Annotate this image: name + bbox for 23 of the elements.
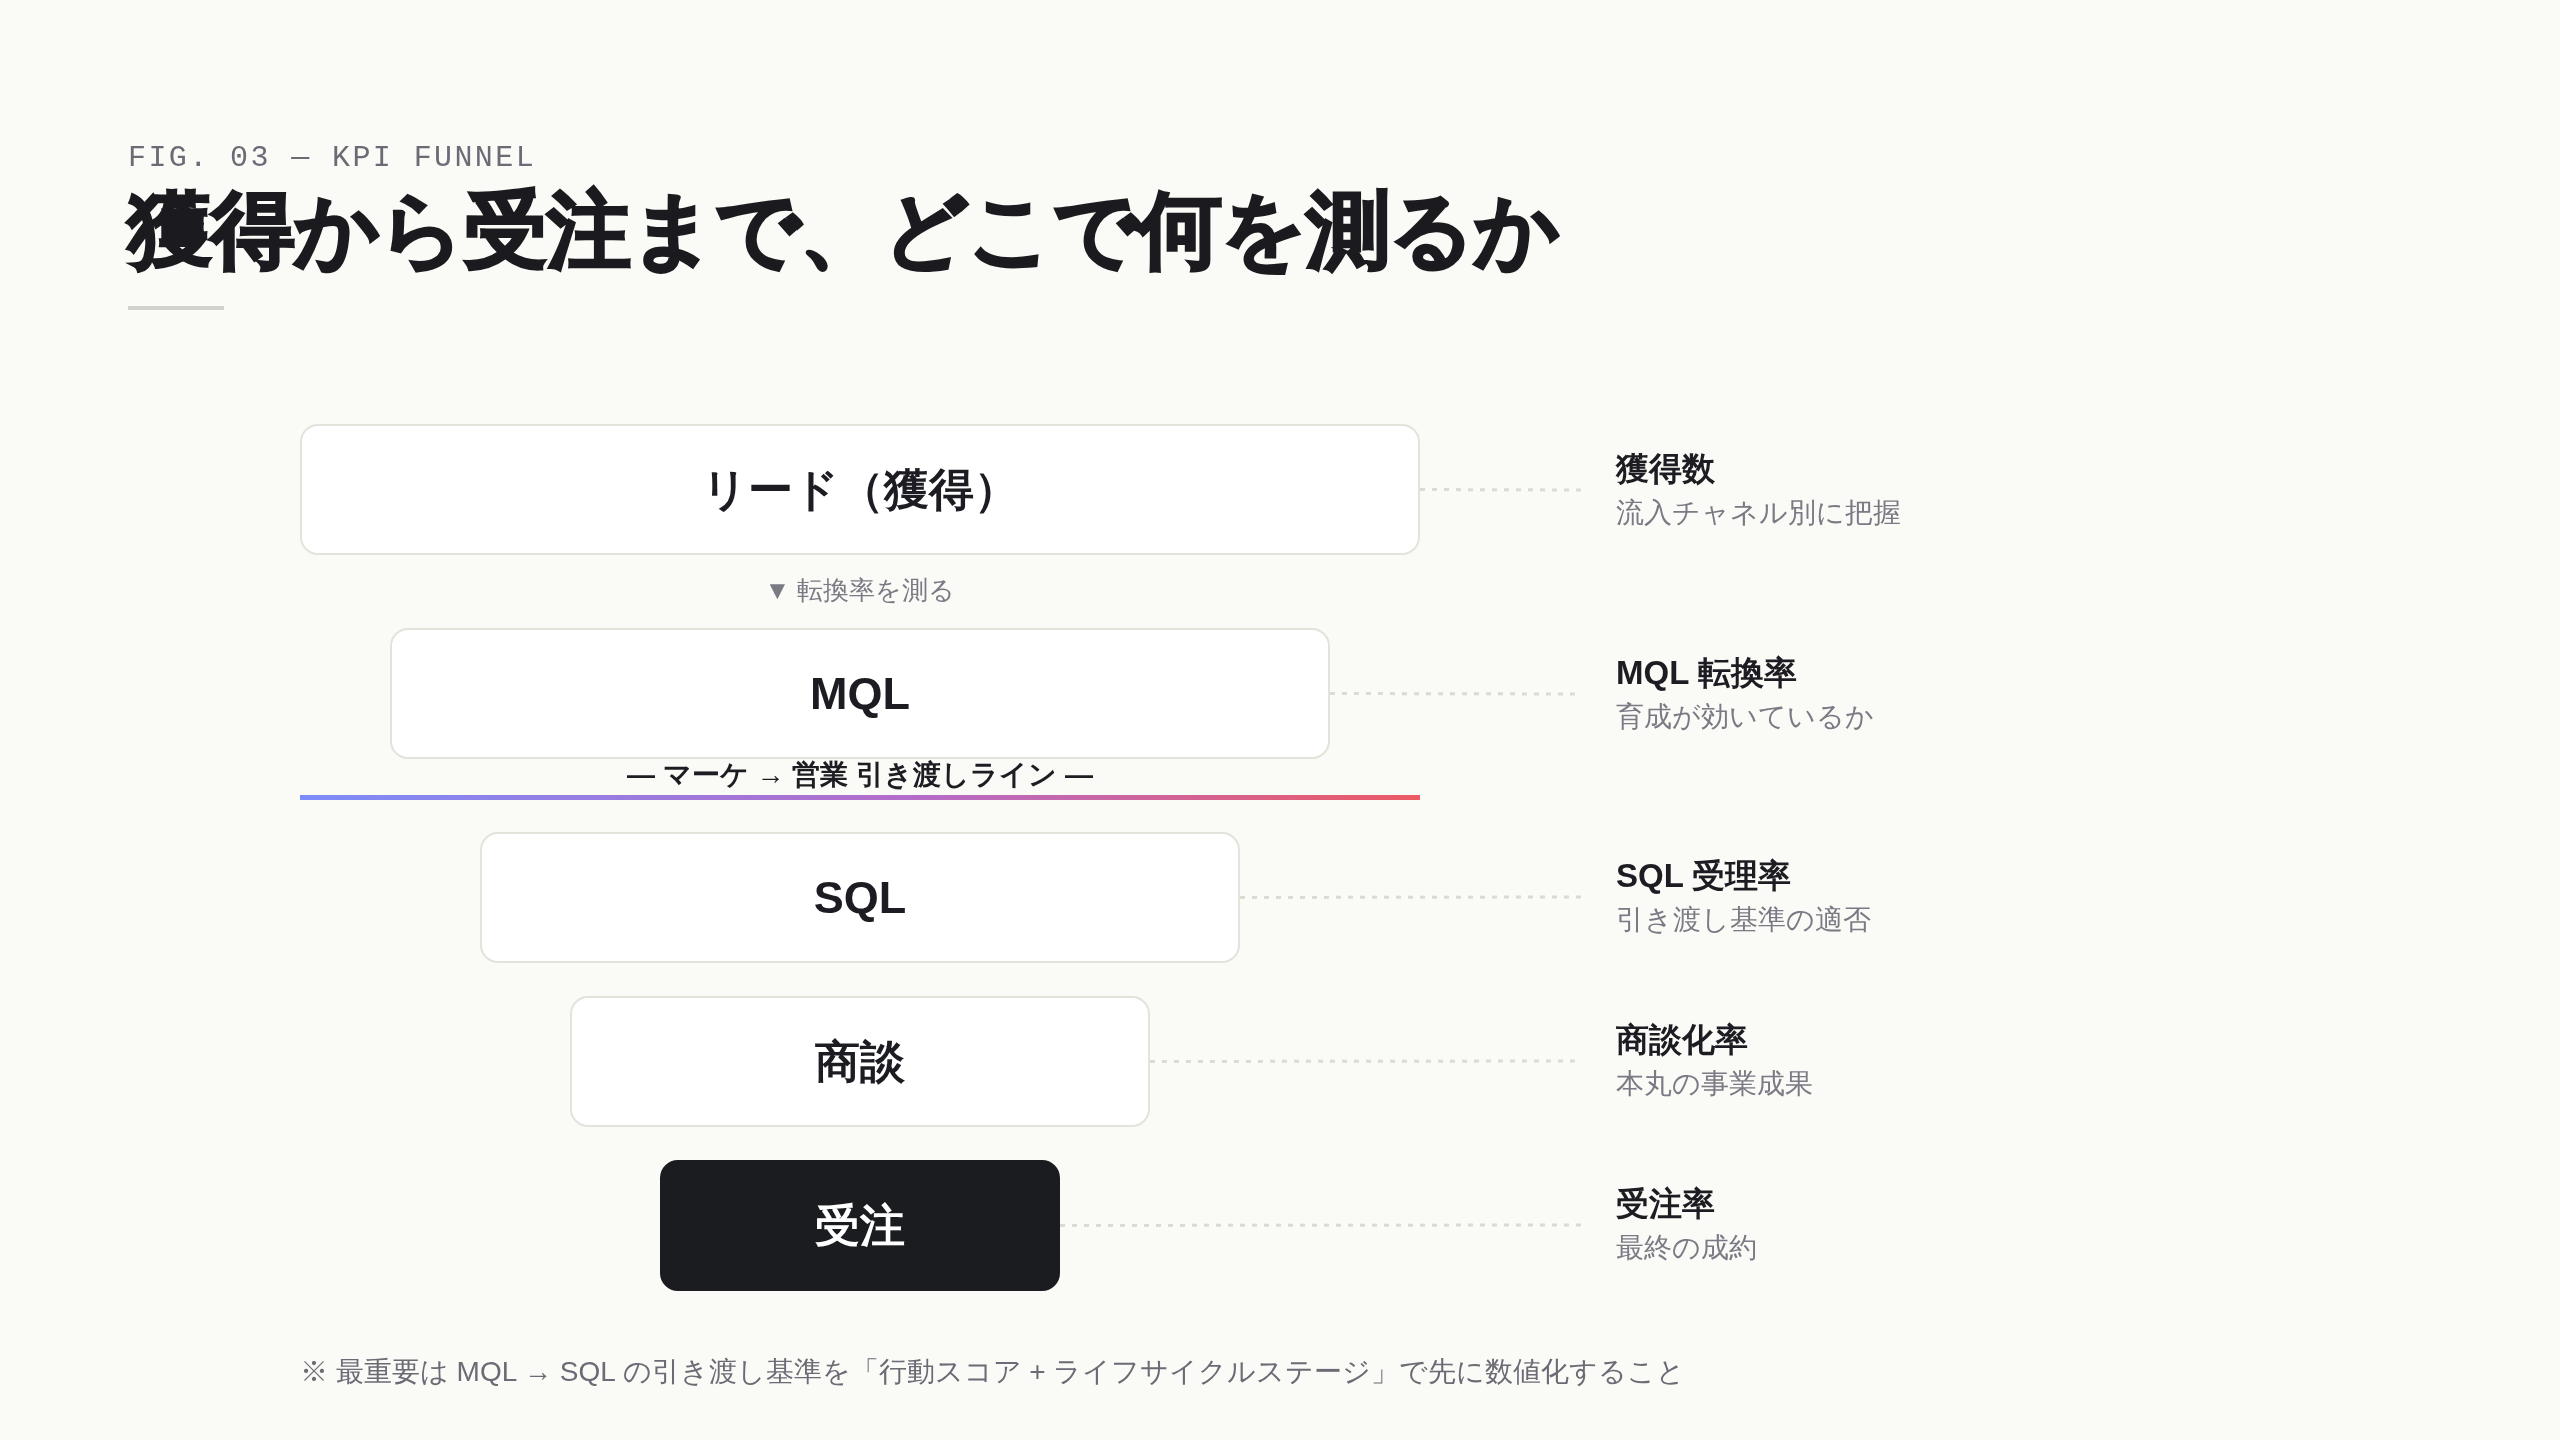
- metric-title: 商談化率: [1616, 1020, 1748, 1061]
- metric-note: 育成が効いているか: [1616, 699, 1874, 734]
- conversion-note: ▼ 転換率を測る: [764, 575, 956, 605]
- funnel-stage-box: MQL: [390, 628, 1330, 759]
- funnel-stage-box: 受注: [660, 1160, 1060, 1291]
- title: 獲得から受注まで、どこで何を測るか: [128, 188, 1559, 272]
- funnel-stage-box: 商談: [570, 996, 1150, 1127]
- funnel-stage-box: リード（獲得）: [300, 424, 1420, 555]
- metric-note: 流入チャネル別に把握: [1616, 495, 1901, 530]
- metric-title: SQL 受理率: [1616, 856, 1792, 897]
- funnel-stage-box: SQL: [480, 832, 1240, 963]
- metric-title: 獲得数: [1616, 449, 1715, 490]
- metric-title: MQL 転換率: [1616, 653, 1797, 694]
- metric-note: 引き渡し基準の適否: [1616, 902, 1871, 937]
- metric-note: 本丸の事業成果: [1616, 1066, 1813, 1101]
- leader-line: [1240, 895, 1582, 899]
- figure-number: FIG. 03 — KPI FUNNEL: [128, 143, 537, 173]
- metric-note: 最終の成約: [1616, 1230, 1757, 1265]
- footnote: ※ 最重要は MQL → SQL の引き渡し基準を「行動スコア + ライフサイクルステージ」で先に数値化すること: [300, 1357, 1686, 1387]
- metric-title: 受注率: [1616, 1184, 1715, 1225]
- leader-line: [1420, 488, 1582, 492]
- handoff-label: — マーケ → 営業 引き渡しライン —: [627, 761, 1093, 789]
- leader-line: [1060, 1223, 1582, 1227]
